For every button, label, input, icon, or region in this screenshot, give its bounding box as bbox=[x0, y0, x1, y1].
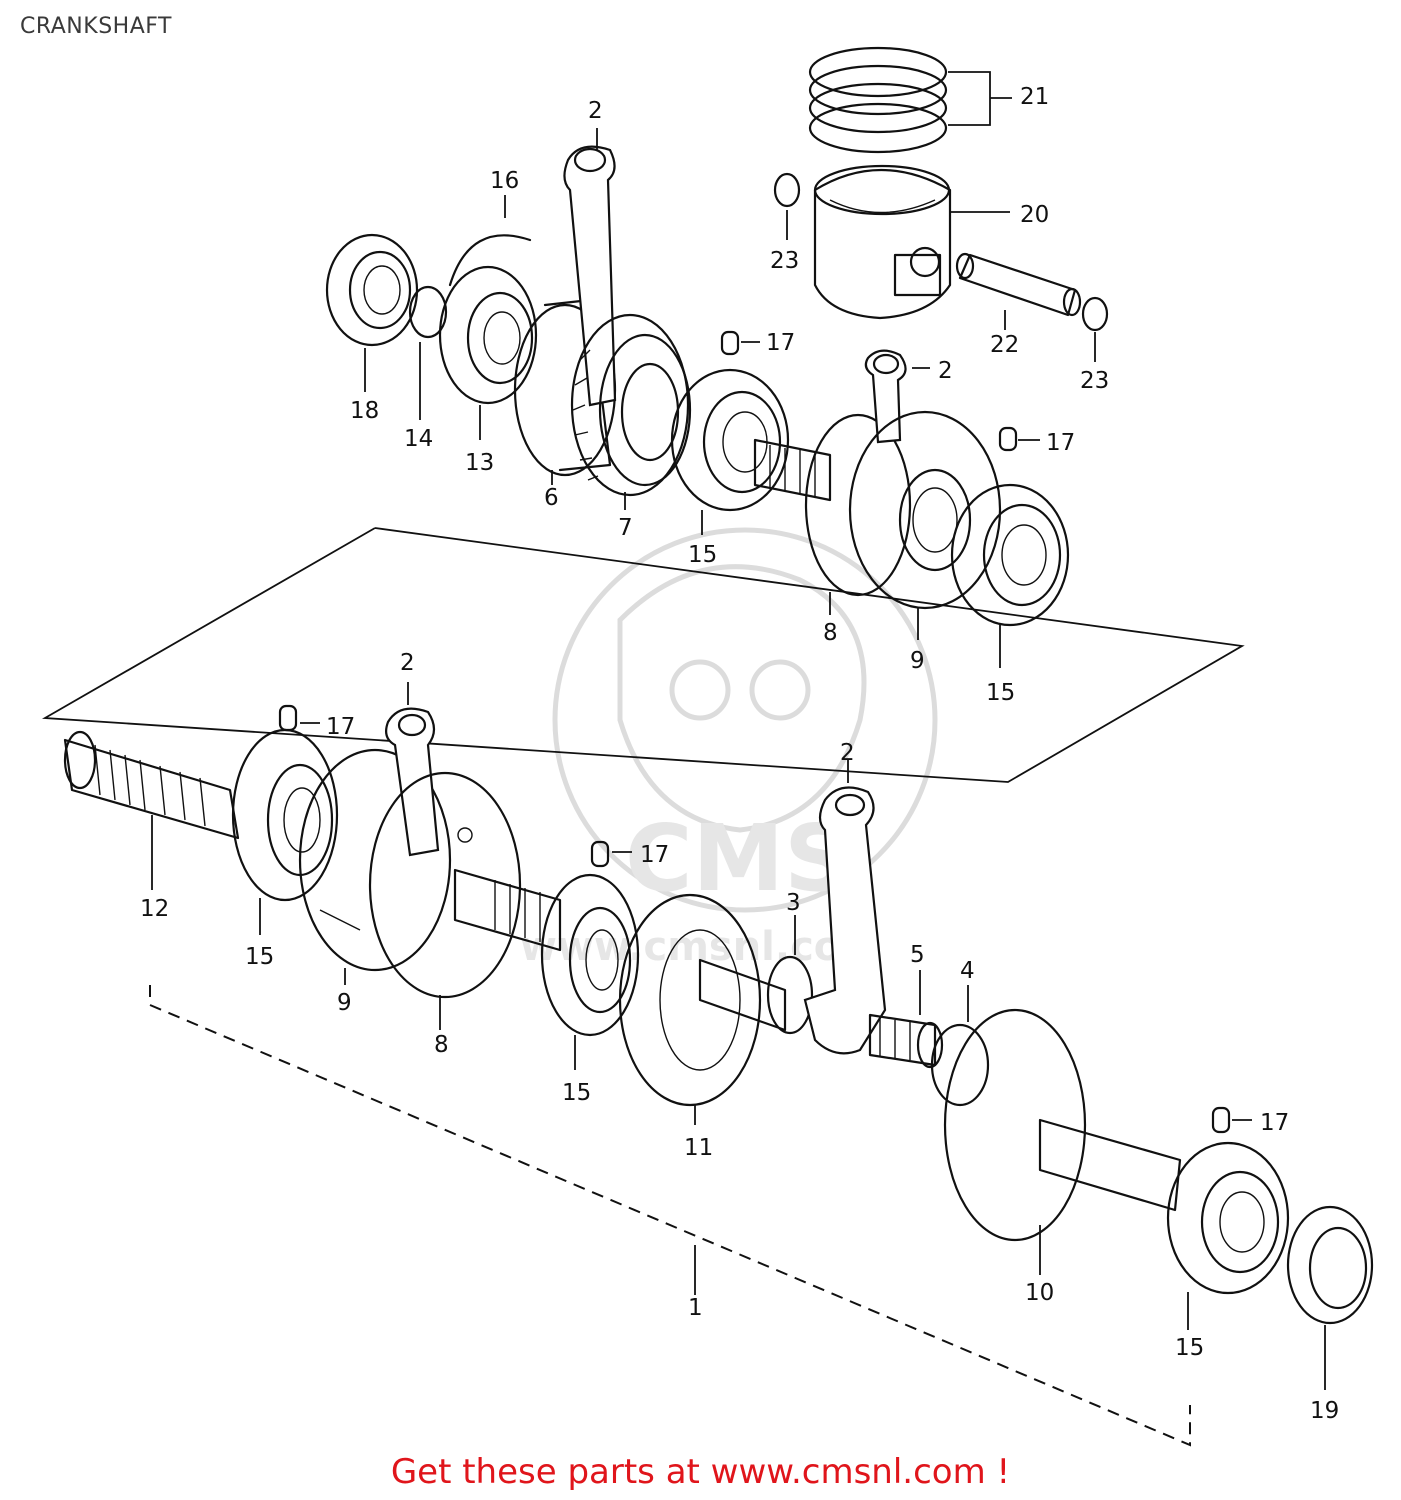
callout-numbers: 2 21 20 23 22 23 16 17 2 17 18 14 13 6 7… bbox=[140, 84, 1339, 1424]
callout-12: 12 bbox=[140, 896, 169, 922]
callout-9-upper: 9 bbox=[910, 648, 925, 674]
oil-seal-19 bbox=[1286, 1205, 1374, 1390]
callout-15-d: 15 bbox=[562, 1080, 591, 1106]
bearing-15-lower-mid bbox=[540, 873, 640, 1070]
circlip-upper-right bbox=[1081, 296, 1109, 362]
snap-ring-16 bbox=[448, 195, 532, 287]
callout-7: 7 bbox=[618, 515, 633, 541]
dowel-17-upper-a bbox=[720, 330, 760, 356]
page-title: CRANKSHAFT bbox=[20, 14, 172, 39]
crank-web-8-upper bbox=[804, 413, 912, 615]
assembly-outline bbox=[41, 527, 1245, 1447]
cms-watermark-logo: CMS www.cmsnl.com bbox=[520, 527, 938, 970]
callout-15-c: 15 bbox=[245, 944, 274, 970]
callout-9-lower: 9 bbox=[337, 990, 352, 1016]
bearing-15-lower-right bbox=[1166, 1141, 1290, 1330]
ring-14 bbox=[408, 285, 448, 420]
callout-13: 13 bbox=[465, 450, 494, 476]
crank-web-9-lower bbox=[298, 748, 452, 985]
callout-17-a: 17 bbox=[766, 330, 795, 356]
thrust-washer-4 bbox=[930, 985, 990, 1107]
piston-pin bbox=[955, 252, 1082, 330]
callout-8-upper: 8 bbox=[823, 620, 838, 646]
callout-14: 14 bbox=[404, 426, 433, 452]
crank-pin-upper bbox=[753, 438, 832, 502]
oil-seal-18 bbox=[325, 233, 419, 392]
connecting-rod-lower-left bbox=[385, 682, 440, 857]
needle-bearing-5 bbox=[868, 970, 944, 1069]
callout-2-mid: 2 bbox=[938, 358, 953, 384]
callout-15-e: 15 bbox=[1175, 1335, 1204, 1361]
callout-16: 16 bbox=[490, 168, 519, 194]
callout-1: 1 bbox=[688, 1295, 703, 1321]
callout-22: 22 bbox=[990, 332, 1019, 358]
dowel-17-upper-b bbox=[998, 426, 1040, 452]
callout-2-lower-left: 2 bbox=[400, 650, 415, 676]
callout-8-lower: 8 bbox=[434, 1032, 449, 1058]
callout-17-c: 17 bbox=[326, 714, 355, 740]
callout-10: 10 bbox=[1025, 1280, 1054, 1306]
connecting-rod-upper bbox=[563, 128, 617, 407]
circlip-upper-left bbox=[773, 172, 801, 240]
crankshaft-center-journal bbox=[453, 868, 562, 952]
callout-11: 11 bbox=[684, 1135, 713, 1161]
dowel-17-lower-c bbox=[1211, 1106, 1252, 1134]
callout-15-b: 15 bbox=[986, 680, 1015, 706]
crank-web-9-upper bbox=[848, 410, 1002, 640]
callout-2-lower-right: 2 bbox=[840, 740, 855, 766]
callout-19: 19 bbox=[1310, 1398, 1339, 1424]
watermark-logo-text: CMS bbox=[625, 805, 850, 912]
callout-3: 3 bbox=[786, 890, 801, 916]
bearing-15-lower-left bbox=[231, 728, 339, 935]
crank-web-11 bbox=[618, 893, 762, 1125]
callout-2-upper: 2 bbox=[588, 98, 603, 124]
dowel-17-lower-a bbox=[278, 704, 320, 732]
connecting-rod-upper-right bbox=[864, 349, 930, 444]
callout-17-b: 17 bbox=[1046, 430, 1075, 456]
drive-gear-7 bbox=[570, 313, 692, 510]
callout-5: 5 bbox=[910, 942, 925, 968]
crank-pin-lower bbox=[698, 958, 787, 1032]
callout-4: 4 bbox=[960, 958, 975, 984]
dowel-17-lower-b bbox=[590, 840, 632, 868]
callout-21: 21 bbox=[1020, 84, 1049, 110]
connecting-rod-lower-right bbox=[803, 760, 887, 1055]
callout-23-right: 23 bbox=[1080, 368, 1109, 394]
thrust-washer-3 bbox=[766, 915, 814, 1035]
watermark-url-text: www.cmsnl.com bbox=[520, 924, 883, 970]
callout-15-a: 15 bbox=[688, 542, 717, 568]
callout-23-left: 23 bbox=[770, 248, 799, 274]
bearing-13 bbox=[438, 265, 538, 440]
piston bbox=[813, 164, 1010, 320]
crankshaft-left-end-12 bbox=[63, 730, 240, 890]
crank-web-8-lower bbox=[368, 771, 522, 1030]
footer-cta-link[interactable]: Get these parts at www.cmsnl.com ! bbox=[390, 1452, 1011, 1492]
callout-18: 18 bbox=[350, 398, 379, 424]
callout-6: 6 bbox=[544, 485, 559, 511]
callout-17-d: 17 bbox=[640, 842, 669, 868]
callout-20: 20 bbox=[1020, 202, 1049, 228]
piston-rings bbox=[808, 46, 1012, 154]
callout-17-e: 17 bbox=[1260, 1110, 1289, 1136]
crank-web-10 bbox=[943, 1008, 1182, 1275]
bearing-15-upper-right bbox=[950, 483, 1070, 668]
